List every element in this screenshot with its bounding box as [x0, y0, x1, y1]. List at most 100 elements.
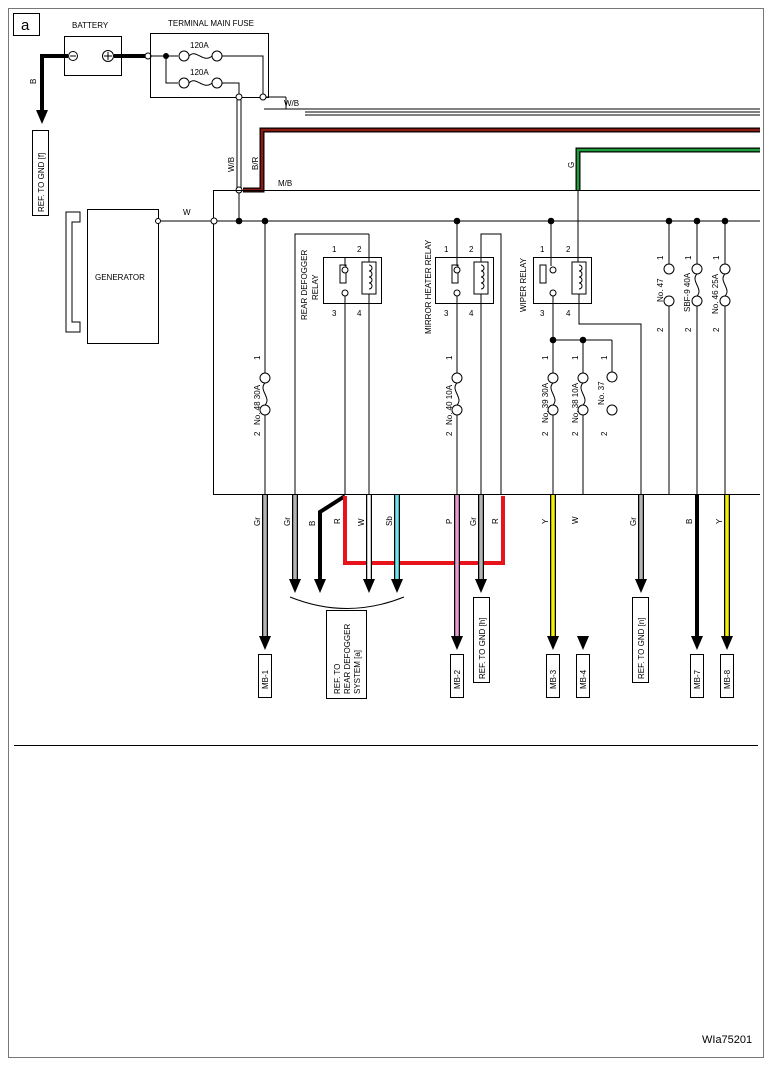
fuse-40-label: No. 40 10A: [445, 384, 454, 425]
connector-mb7: [690, 654, 704, 698]
wire-label-w-generator: W: [183, 208, 191, 217]
pin-mhr-4: 4: [469, 309, 474, 318]
terminal-main-fuse-label: TERMINAL MAIN FUSE: [168, 19, 254, 28]
ref-gnd-f-label: REF. TO GND [f]: [37, 153, 46, 212]
pin-f47-2: 2: [656, 327, 665, 332]
pin-f39-2: 2: [541, 431, 550, 436]
wire-label-sb: Sb: [385, 516, 394, 526]
ref-gnd-f-box: [32, 130, 49, 216]
terminal-main-fuse-box: [150, 33, 269, 98]
fuse-46-element: [722, 273, 728, 297]
generator-body: [87, 209, 159, 344]
pin-f47-1: 1: [656, 255, 665, 260]
rear-defogger-relay-box: [323, 257, 382, 304]
connector-mb4: [576, 654, 590, 698]
connector-mb3-label: MB-3: [549, 669, 558, 689]
pin-mhr-2: 2: [469, 245, 474, 254]
pin-rdr-1: 1: [332, 245, 337, 254]
mirror-heater-relay-label: MIRROR HEATER RELAY: [424, 239, 433, 334]
fuse-37-label: No. 37: [597, 381, 606, 405]
fuse-sbf9-label: SBF-9 40A: [683, 272, 692, 312]
wire-label-b-defogger: B: [308, 521, 317, 526]
connector-mb8: [720, 654, 734, 698]
connector-mb3: [546, 654, 560, 698]
pin-sbf9-2: 2: [684, 327, 693, 332]
battery-label: BATTERY: [72, 21, 109, 30]
connector-mb4-label: MB-4: [579, 669, 588, 689]
connector-mb8-label: MB-8: [723, 669, 732, 689]
page-border: [8, 8, 764, 1058]
fuse-40-element: [454, 382, 460, 406]
ground-arrow: [36, 110, 48, 124]
pin-wr-3: 3: [540, 309, 545, 318]
panel-label-box: [13, 13, 40, 36]
pin-sbf9-1: 1: [684, 255, 693, 260]
ref-rear-defogger-line-2: REAR DEFOGGER: [343, 624, 352, 694]
fuse-a-element: [188, 53, 213, 59]
connector-mb2: [450, 654, 464, 698]
pin-wr-1: 1: [540, 245, 545, 254]
ref-rear-defogger-line-3: SYSTEM [a]: [353, 650, 362, 694]
connector-mb2-label: MB-2: [453, 669, 462, 689]
pin-mhr-1: 1: [444, 245, 449, 254]
ground-wire-b: [40, 54, 68, 112]
fuse-b-element: [188, 80, 213, 86]
wire-label-mb: M/B: [278, 179, 292, 188]
pin-wr-2: 2: [566, 245, 571, 254]
fuse-38-element: [580, 382, 586, 406]
wire-label-y-1: Y: [541, 518, 550, 524]
fuse-sbf9-element: [694, 273, 700, 297]
wire-label-gr-4: Gr: [629, 517, 638, 526]
pin-rdr-3: 3: [332, 309, 337, 318]
ref-gnd-h-box: [473, 597, 490, 683]
pin-mhr-3: 3: [444, 309, 449, 318]
ref-gnd-n-label: REF. TO GND [n]: [637, 618, 646, 680]
ref-gnd-n-box: [632, 597, 649, 683]
ref-rear-defogger-box: [326, 610, 367, 699]
pin-f37-1: 1: [600, 355, 609, 360]
defogger-group-brace: [289, 596, 405, 609]
pin-rdr-4: 4: [357, 309, 362, 318]
connector-mb1: [258, 654, 272, 698]
pin-f40-1: 1: [445, 355, 454, 360]
wire-label-b-battery: B: [29, 79, 38, 84]
connector-mb7-label: MB-7: [693, 669, 702, 689]
wire-br: [243, 128, 760, 192]
pin-f48-1: 1: [253, 355, 262, 360]
pin-rdr-2: 2: [357, 245, 362, 254]
fuse-39-element: [550, 382, 556, 406]
mirror-heater-relay-box: [435, 257, 494, 304]
wire-label-b-mb7: B: [685, 519, 694, 524]
wire-b-defogger: [318, 494, 347, 580]
wire-label-g: G: [567, 162, 576, 168]
wire-g: [576, 148, 760, 190]
fuse-b-rating: 120A: [190, 68, 209, 77]
pin-f46-2: 2: [712, 327, 721, 332]
wire-label-wb-bus: W/B: [284, 99, 299, 108]
generator-bracket: [65, 211, 81, 333]
fuse-47-label: No. 47: [656, 278, 665, 302]
panel-label: a: [21, 17, 30, 34]
wire-label-br: B/R: [251, 156, 260, 170]
fuse-46-label: No. 46 25A: [711, 273, 720, 314]
wire-label-gr-2: Gr: [283, 517, 292, 526]
figure-id: WIa75201: [702, 1034, 752, 1046]
fuse-48-label: No. 48 30A: [253, 384, 262, 425]
fuse-48-element: [262, 382, 268, 406]
fuse-38-label: No. 38 10A: [571, 382, 580, 423]
wire-label-r-2: R: [491, 518, 500, 524]
connector-mb1-label: MB-1: [261, 669, 270, 689]
rear-defogger-relay-label-1: REAR DEFOGGER: [300, 250, 309, 320]
wire-label-r-1: R: [333, 518, 342, 524]
pin-f37-2: 2: [600, 431, 609, 436]
wire-label-y-2: Y: [715, 518, 724, 524]
fuse-39-label: No. 39 30A: [541, 382, 550, 423]
pin-wr-4: 4: [566, 309, 571, 318]
pin-f48-2: 2: [253, 431, 262, 436]
rear-defogger-relay-label-2: RELAY: [311, 274, 320, 300]
wire-label-wb-vertical: W/B: [227, 157, 236, 172]
fuse-a-rating: 120A: [190, 41, 209, 50]
wire-label-w-2: W: [571, 516, 580, 524]
